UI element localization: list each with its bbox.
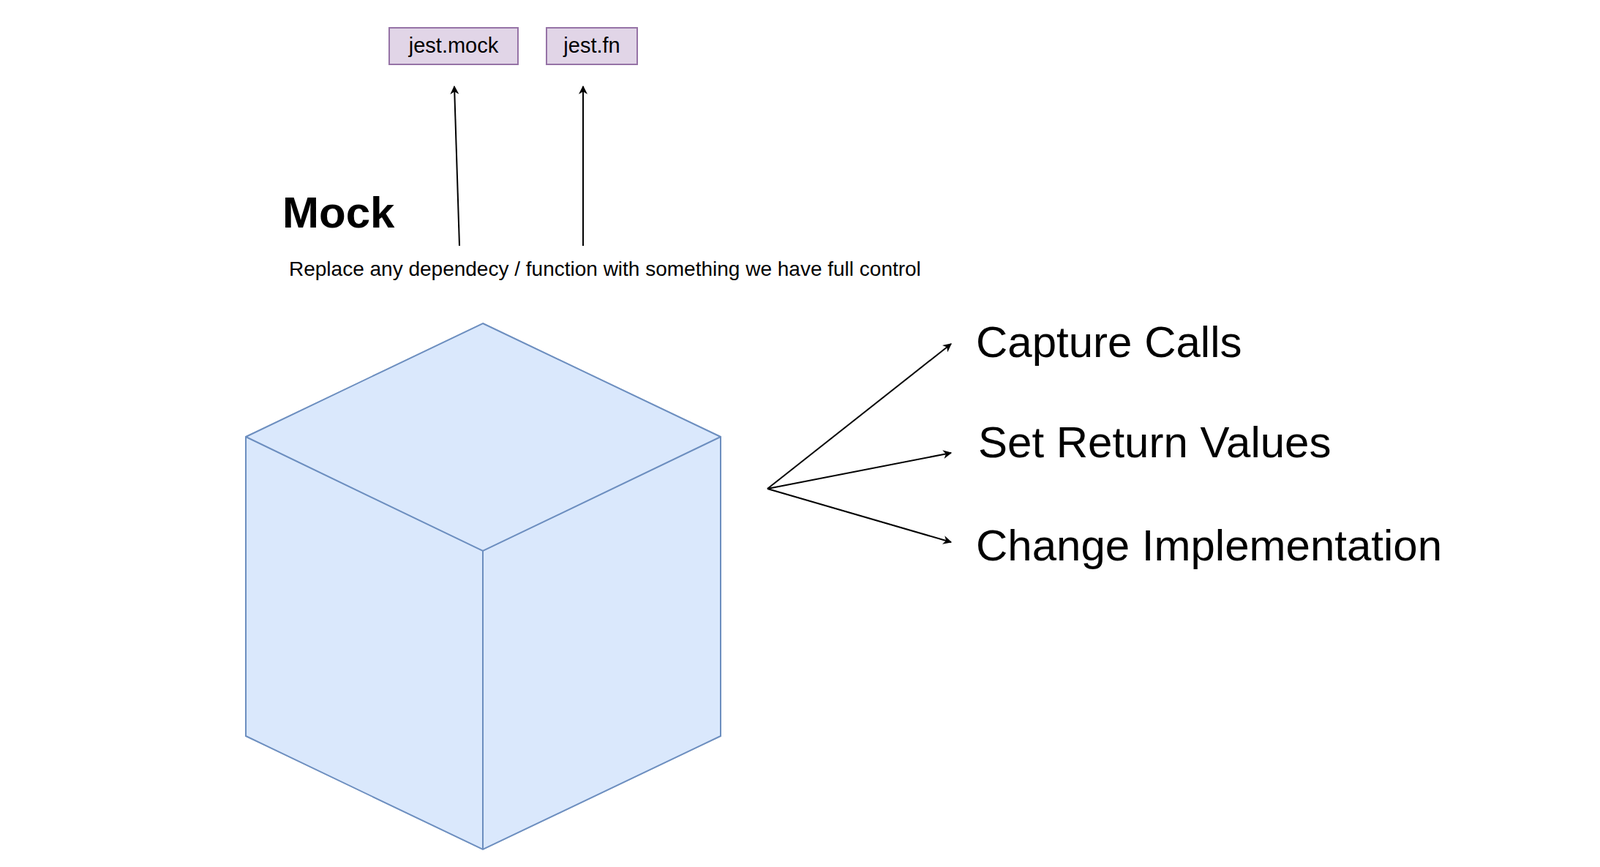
leader-arrow — [767, 488, 952, 543]
capability-label: Capture Calls — [975, 316, 1243, 368]
capability-label: Set Return Values — [978, 417, 1332, 468]
leader-arrow — [767, 343, 952, 489]
leader-arrow — [767, 452, 952, 489]
cube-edge — [482, 550, 484, 850]
api-box: jest.fn — [545, 27, 638, 66]
api-box: jest.mock — [388, 27, 519, 66]
cube-edge — [245, 436, 721, 551]
title-heading: Mock — [282, 187, 395, 238]
cube-outline — [245, 323, 721, 850]
leader-arrow — [454, 86, 460, 246]
leader-arrow — [582, 86, 584, 246]
description-text: Replace any dependecy / function with so… — [288, 257, 922, 281]
box-label: jest.mock — [408, 33, 499, 58]
box-label: jest.fn — [563, 33, 620, 58]
capability-label: Change Implementation — [975, 520, 1442, 571]
cube — [245, 323, 721, 850]
